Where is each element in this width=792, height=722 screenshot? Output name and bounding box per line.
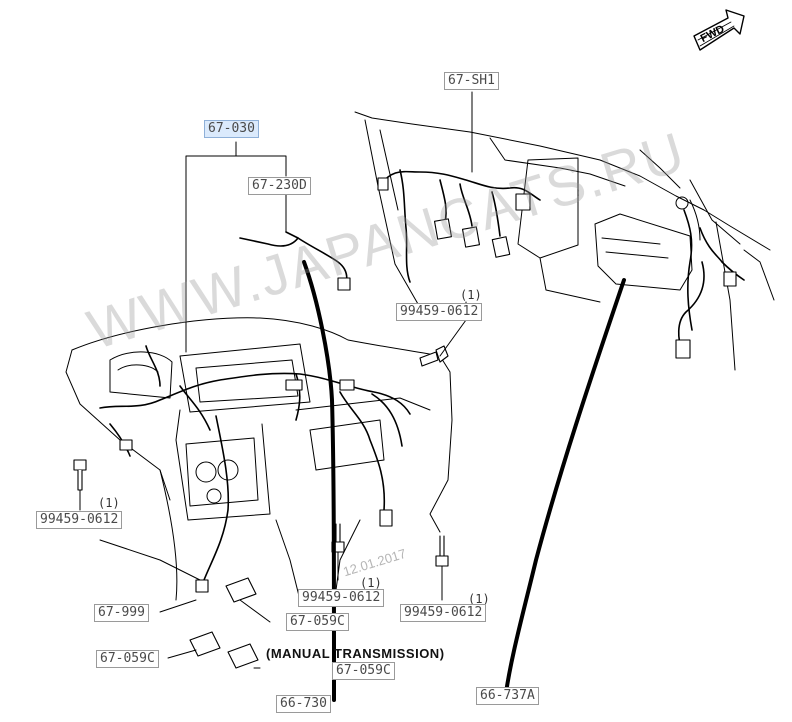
pad-67-059c <box>189 577 259 669</box>
callout-99459-0612-c[interactable]: 99459-0612 <box>298 589 385 607</box>
callout-99459-0612-b[interactable]: 99459-0612 <box>36 511 123 529</box>
quantity-99459-a: (1) <box>460 288 482 302</box>
callout-67-059c-b[interactable]: 67-059C <box>96 650 159 668</box>
callout-67-059c-c[interactable]: 67-059C <box>332 662 395 680</box>
quantity-99459-c: (1) <box>360 576 382 590</box>
quantity-99459-b: (1) <box>98 496 120 510</box>
callout-67-030[interactable]: 67-030 <box>204 120 259 138</box>
callout-66-730[interactable]: 66-730 <box>276 695 331 713</box>
callout-67-230d[interactable]: 67-230D <box>248 177 311 195</box>
callout-67-sh1[interactable]: 67-SH1 <box>444 72 499 90</box>
cowl-panel-outline <box>354 111 775 371</box>
callout-67-059c-a[interactable]: 67-059C <box>286 613 349 631</box>
leader-lines <box>79 91 473 669</box>
harness-connectors <box>119 379 393 593</box>
harness-67-sh1 <box>379 169 745 351</box>
bolt-icon <box>73 459 87 491</box>
leader-to-66-737a <box>503 278 626 702</box>
manual-transmission-note: (MANUAL TRANSMISSION) <box>266 646 445 661</box>
instrument-panel-outline <box>65 317 453 601</box>
fwd-arrow-icon <box>693 9 745 51</box>
callout-99459-0612-d[interactable]: 99459-0612 <box>400 604 487 622</box>
sh1-connectors <box>377 177 737 359</box>
quantity-99459-d: (1) <box>468 592 490 606</box>
bolt-icon <box>435 535 449 567</box>
callout-66-737a[interactable]: 66-737A <box>476 687 539 705</box>
callout-67-999[interactable]: 67-999 <box>94 604 149 622</box>
harness-67-230d <box>239 231 351 291</box>
callout-99459-0612-a[interactable]: 99459-0612 <box>396 303 483 321</box>
